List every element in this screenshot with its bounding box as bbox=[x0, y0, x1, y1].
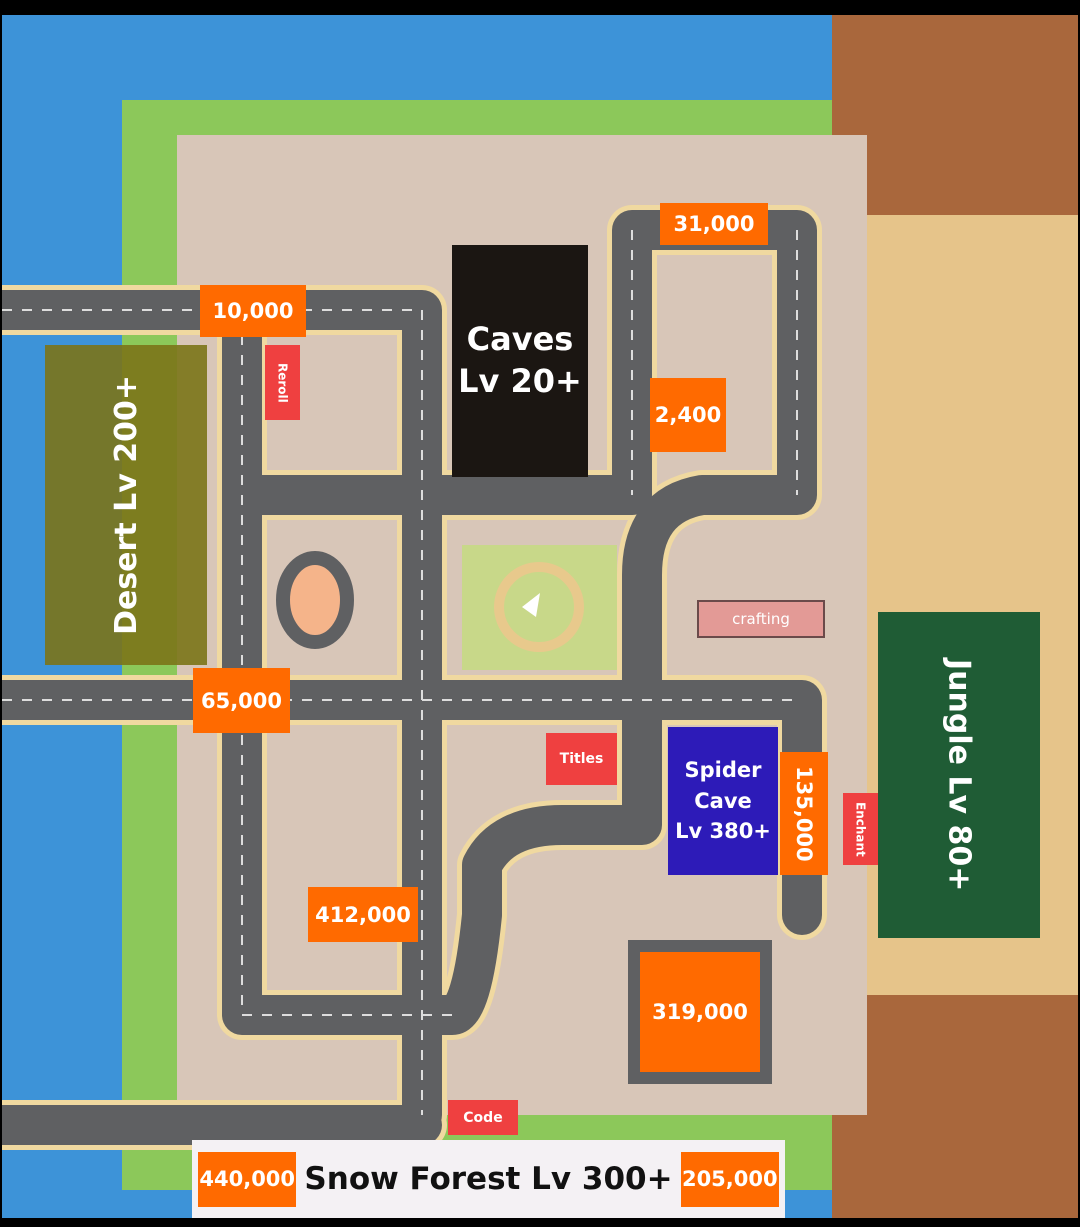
price-440000: 440,000 bbox=[198, 1151, 297, 1207]
price-412000: 412,000 bbox=[308, 887, 418, 942]
price-2400: 2,400 bbox=[650, 378, 726, 452]
zone-caves[interactable]: Caves Lv 20+ bbox=[452, 245, 588, 477]
shop-crafting[interactable]: crafting bbox=[697, 600, 825, 638]
price-135000-text: 135,000 bbox=[792, 765, 816, 862]
price-135000: 135,000 bbox=[780, 752, 828, 875]
price-319000: 319,000 bbox=[628, 940, 772, 1084]
desert-label: Desert Lv 200+ bbox=[108, 375, 144, 635]
zone-spider-cave[interactable]: Spider Cave Lv 380+ bbox=[668, 727, 778, 875]
arrow-marker-icon bbox=[522, 593, 540, 617]
spider-cave-line1: Spider bbox=[684, 758, 762, 783]
shop-titles[interactable]: Titles bbox=[546, 733, 617, 785]
zone-desert[interactable]: Desert Lv 200+ bbox=[45, 345, 207, 665]
caves-name: Caves bbox=[466, 320, 574, 359]
spider-cave-line2: Cave bbox=[694, 788, 752, 813]
road-network bbox=[2, 205, 827, 1150]
shop-enchant[interactable]: Enchant bbox=[843, 793, 878, 865]
price-10000: 10,000 bbox=[200, 285, 306, 337]
price-31000: 31,000 bbox=[660, 203, 768, 245]
jungle-label: Jungle Lv 80+ bbox=[941, 658, 977, 892]
snow-forest-label: Snow Forest Lv 300+ bbox=[304, 1161, 673, 1197]
shop-code[interactable]: Code bbox=[448, 1100, 518, 1135]
price-205000: 205,000 bbox=[680, 1151, 779, 1207]
spider-cave-line3: Lv 380+ bbox=[675, 819, 771, 844]
enchant-label: Enchant bbox=[853, 801, 868, 857]
caves-level: Lv 20+ bbox=[458, 362, 582, 400]
snow-forest-banner[interactable]: 440,000 Snow Forest Lv 300+ 205,000 bbox=[192, 1140, 785, 1218]
price-65000: 65,000 bbox=[193, 668, 290, 733]
game-map: Caves Lv 20+ Desert Lv 200+ Jungle Lv 80… bbox=[2, 15, 1078, 1218]
reroll-label: Reroll bbox=[275, 362, 290, 403]
zone-jungle[interactable]: Jungle Lv 80+ bbox=[878, 612, 1040, 938]
shop-reroll[interactable]: Reroll bbox=[265, 345, 300, 420]
roundabout bbox=[276, 551, 354, 649]
